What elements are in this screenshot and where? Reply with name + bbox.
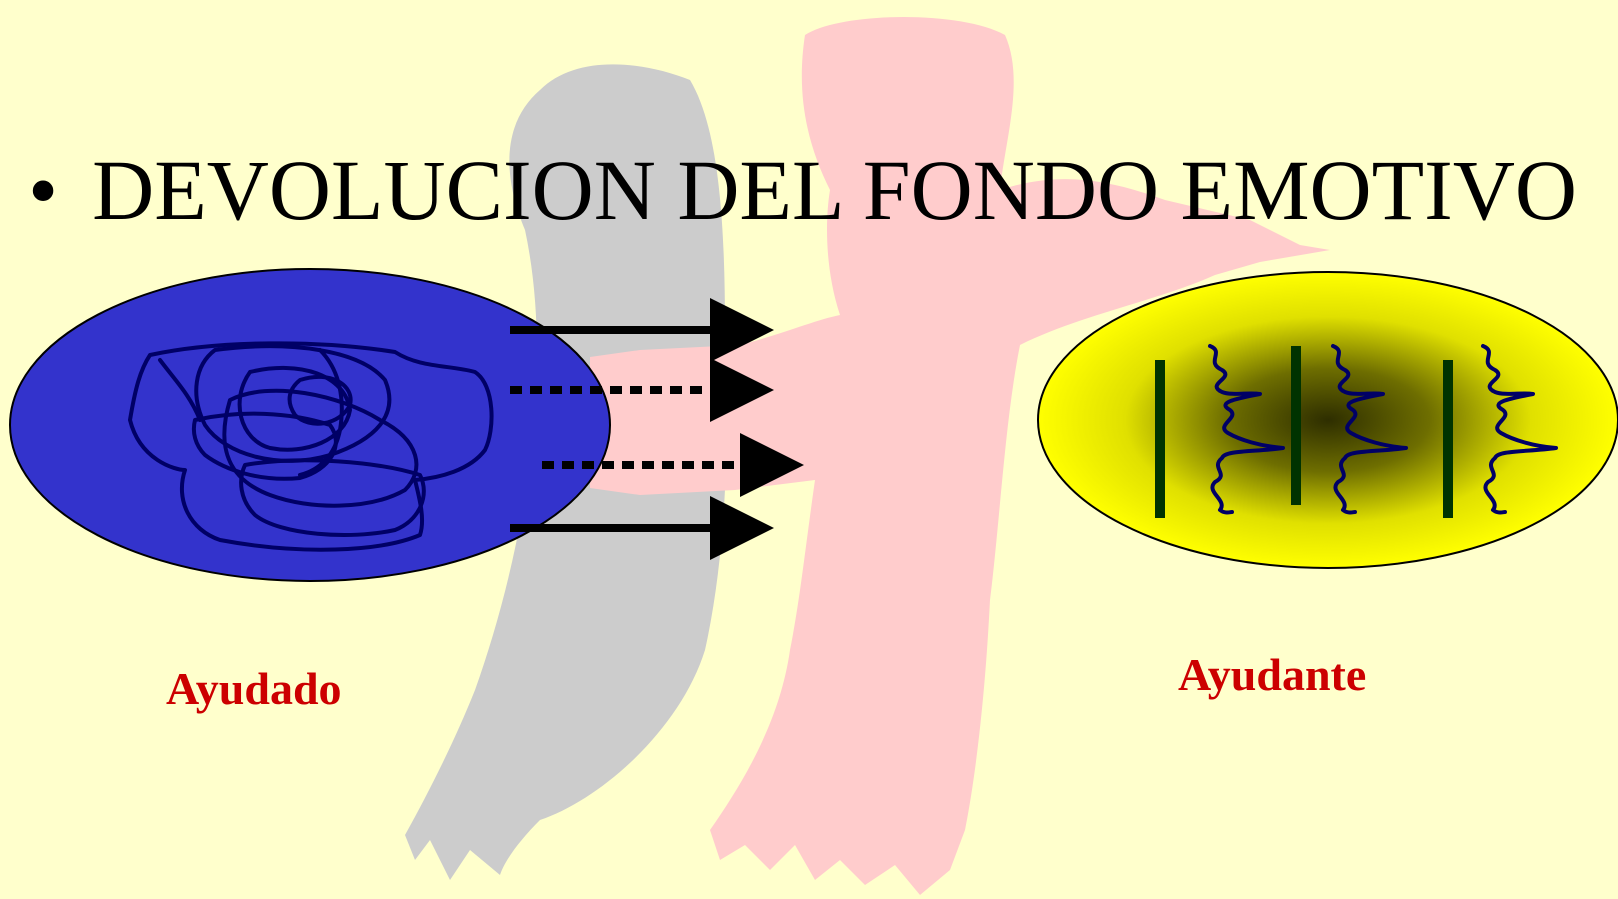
transfer-arrows [510,298,804,560]
pink-fragment [1150,212,1240,240]
slide-title-text: DEVOLUCION DEL FONDO EMOTIVO [92,142,1578,238]
bullet-icon: • [28,142,59,238]
tangled-scribble-icon [128,341,494,552]
pink-fragment [1080,195,1140,220]
slide-title: • DEVOLUCION DEL FONDO EMOTIVO [28,140,1577,240]
ayudante-label: Ayudante [1178,649,1367,700]
ayudado-label: Ayudado [166,663,342,714]
organized-waves-icon [1155,344,1558,518]
pink-figure-silhouette [590,16,1330,896]
ayudante-ellipse [1037,271,1618,569]
ayudado-ellipse [9,268,611,582]
